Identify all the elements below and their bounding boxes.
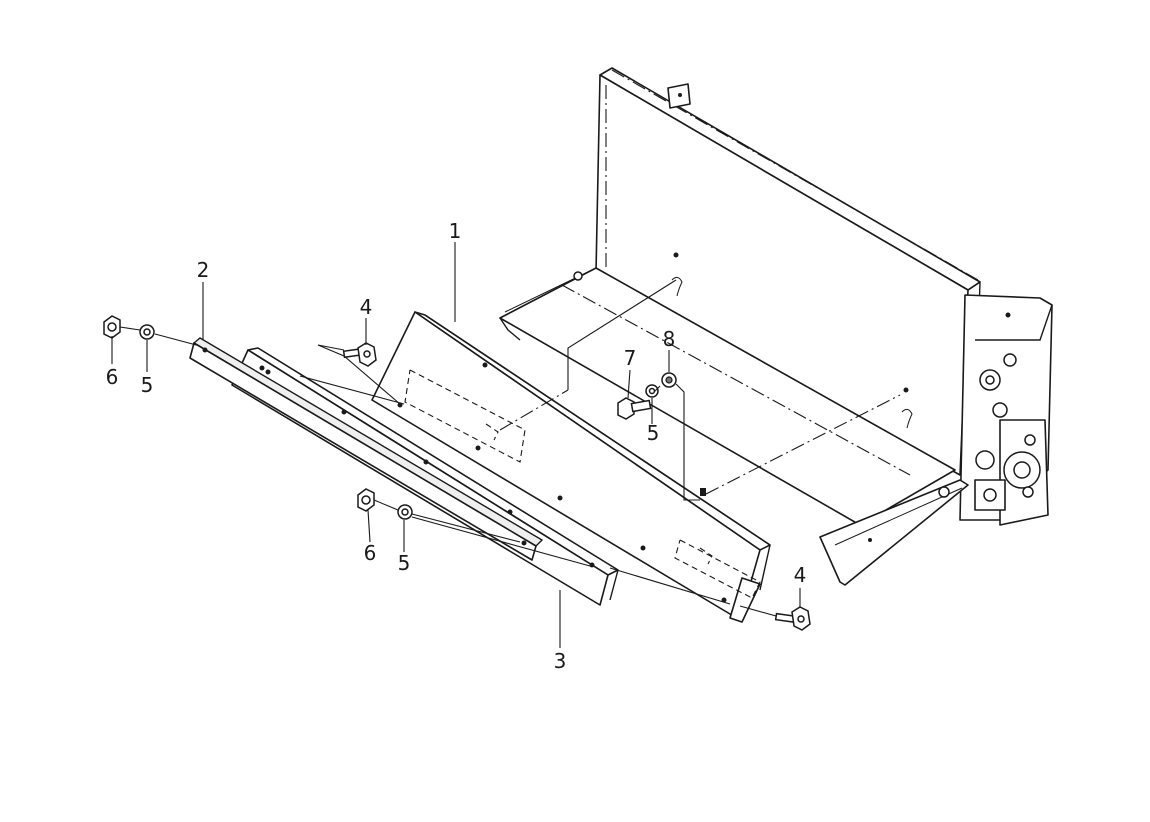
- part-2-upper-strip: [189, 337, 544, 561]
- callout-5-upper: 5: [141, 373, 154, 397]
- bolt-7: [617, 397, 652, 420]
- callout-5-lower: 5: [398, 551, 411, 575]
- part-1-angle-bracket: [371, 311, 771, 623]
- callout-2: 2: [197, 258, 210, 282]
- screw-4-lower: [774, 606, 811, 631]
- callout-3: 3: [554, 649, 567, 673]
- callout-4-upper: 4: [360, 295, 373, 319]
- callout-6-lower: 6: [364, 541, 377, 565]
- washer-5-lower: [397, 504, 413, 520]
- callout-8: 8: [663, 327, 676, 351]
- washer-8: [661, 372, 677, 388]
- nut-6-lower: [357, 488, 375, 512]
- callout-4-lower: 4: [794, 563, 807, 587]
- callout-7: 7: [624, 346, 637, 370]
- assembly-lines: [119, 279, 901, 617]
- nut-6-upper: [103, 315, 121, 339]
- main-frame: [499, 67, 1053, 586]
- callout-5-right: 5: [647, 421, 660, 445]
- callout-1: 1: [449, 219, 462, 243]
- callout-labels: 1 2 3 4 4 5 5 5 6 6 7 8: [106, 219, 807, 673]
- washer-5-right: [645, 384, 659, 398]
- washer-5-upper: [139, 324, 155, 340]
- callout-6-upper: 6: [106, 365, 119, 389]
- callout-leaders: [111, 242, 801, 648]
- screw-4-upper: [342, 342, 377, 367]
